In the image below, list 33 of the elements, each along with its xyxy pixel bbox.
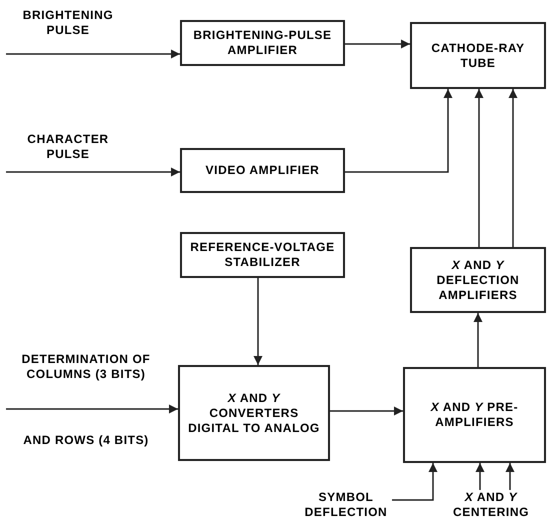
arrow (345, 40, 410, 48)
signal-label: DETERMINATION OF COLUMNS (3 BITS) (20, 352, 152, 382)
block-label: REFERENCE-VOLTAGE STABILIZER (190, 240, 335, 270)
arrow (254, 278, 262, 365)
block-label: CATHODE-RAY TUBE (430, 40, 526, 70)
arrow (330, 406, 403, 416)
block-box (403, 367, 546, 463)
block-box (180, 148, 345, 193)
block-label: X AND Y PRE-AMPLIFIERS (429, 400, 520, 430)
arrow (506, 463, 514, 490)
arrow (508, 89, 518, 247)
block-box (410, 22, 546, 89)
arrow (6, 404, 178, 414)
signal-label: BRIGHTENING PULSE (22, 8, 114, 38)
signal-label: SYMBOL DEFLECTION (304, 490, 388, 520)
arrow (474, 89, 484, 247)
block-label: X AND Y DEFLECTION AMPLIFIERS (436, 258, 520, 302)
block-label: VIDEO AMPLIFIER (206, 163, 320, 178)
signal-label: CHARACTER PULSE (26, 132, 110, 162)
signal-label: AND ROWS (4 BITS) (23, 433, 149, 448)
block-box (180, 232, 345, 278)
arrow (476, 463, 484, 490)
arrow (6, 50, 180, 58)
arrow (392, 463, 438, 501)
block-label: X AND Y CONVERTERS DIGITAL TO ANALOG (188, 390, 320, 436)
block-box (178, 365, 330, 461)
arrow (345, 89, 452, 173)
block-box (410, 247, 546, 313)
arrow (474, 313, 482, 367)
block-box (180, 20, 345, 66)
signal-label: X AND Y CENTERING (452, 490, 530, 520)
arrow (6, 168, 180, 176)
block-label: BRIGHTENING-PULSE AMPLIFIER (192, 28, 333, 58)
